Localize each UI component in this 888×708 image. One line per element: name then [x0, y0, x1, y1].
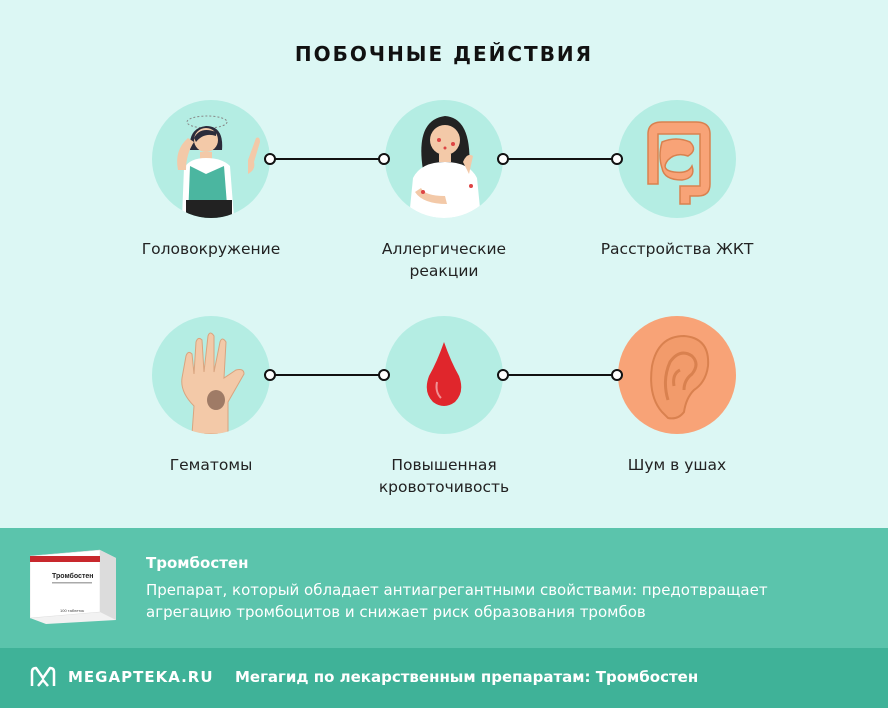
- effect-label: Шум в ушах: [627, 456, 727, 474]
- connector-dot: [264, 153, 276, 165]
- bruised-hand-icon: [152, 316, 270, 434]
- drug-name: Тромбостен: [146, 554, 249, 572]
- connector-line: [270, 158, 384, 160]
- page-title: ПОБОЧНЫЕ ДЕЙСТВИЯ: [294, 42, 594, 66]
- connector-dot: [378, 369, 390, 381]
- effect-label: Расстройства ЖКТ: [600, 240, 754, 258]
- drug-info-band: [0, 528, 888, 648]
- effect-label: Аллергические реакции: [381, 240, 507, 280]
- allergy-woman-icon: [385, 100, 503, 218]
- connector-dot: [611, 153, 623, 165]
- drug-description: Препарат, который обладает антиагрегантн…: [146, 581, 768, 621]
- effect-label: Головокружение: [141, 240, 281, 258]
- effect-label: Повышенная кровоточивость: [378, 456, 510, 496]
- connector-dot: [378, 153, 390, 165]
- connector-line: [503, 374, 617, 376]
- medicine-box-image: Тромбостен 100 таблеток: [29, 548, 116, 624]
- dizzy-woman-icon: [152, 100, 270, 218]
- footer: [0, 648, 888, 708]
- box-count: 100 таблеток: [60, 608, 84, 613]
- blood-drop-icon: [385, 316, 503, 434]
- connector-line: [270, 374, 384, 376]
- intestines-icon: [618, 100, 736, 218]
- footer-tagline[interactable]: Мегагид по лекарственным препаратам: Тро…: [235, 668, 699, 686]
- box-label: Тромбостен: [52, 572, 94, 580]
- megapteka-logo-icon[interactable]: [30, 666, 56, 688]
- connector-dot: [611, 369, 623, 381]
- ear-icon: [618, 316, 736, 434]
- connector-line: [503, 158, 617, 160]
- connector-dot: [497, 153, 509, 165]
- effect-label: Гематомы: [169, 456, 253, 474]
- connector-dot: [497, 369, 509, 381]
- connector-dot: [264, 369, 276, 381]
- logo-text[interactable]: MEGAPTEKA.RU: [68, 668, 214, 686]
